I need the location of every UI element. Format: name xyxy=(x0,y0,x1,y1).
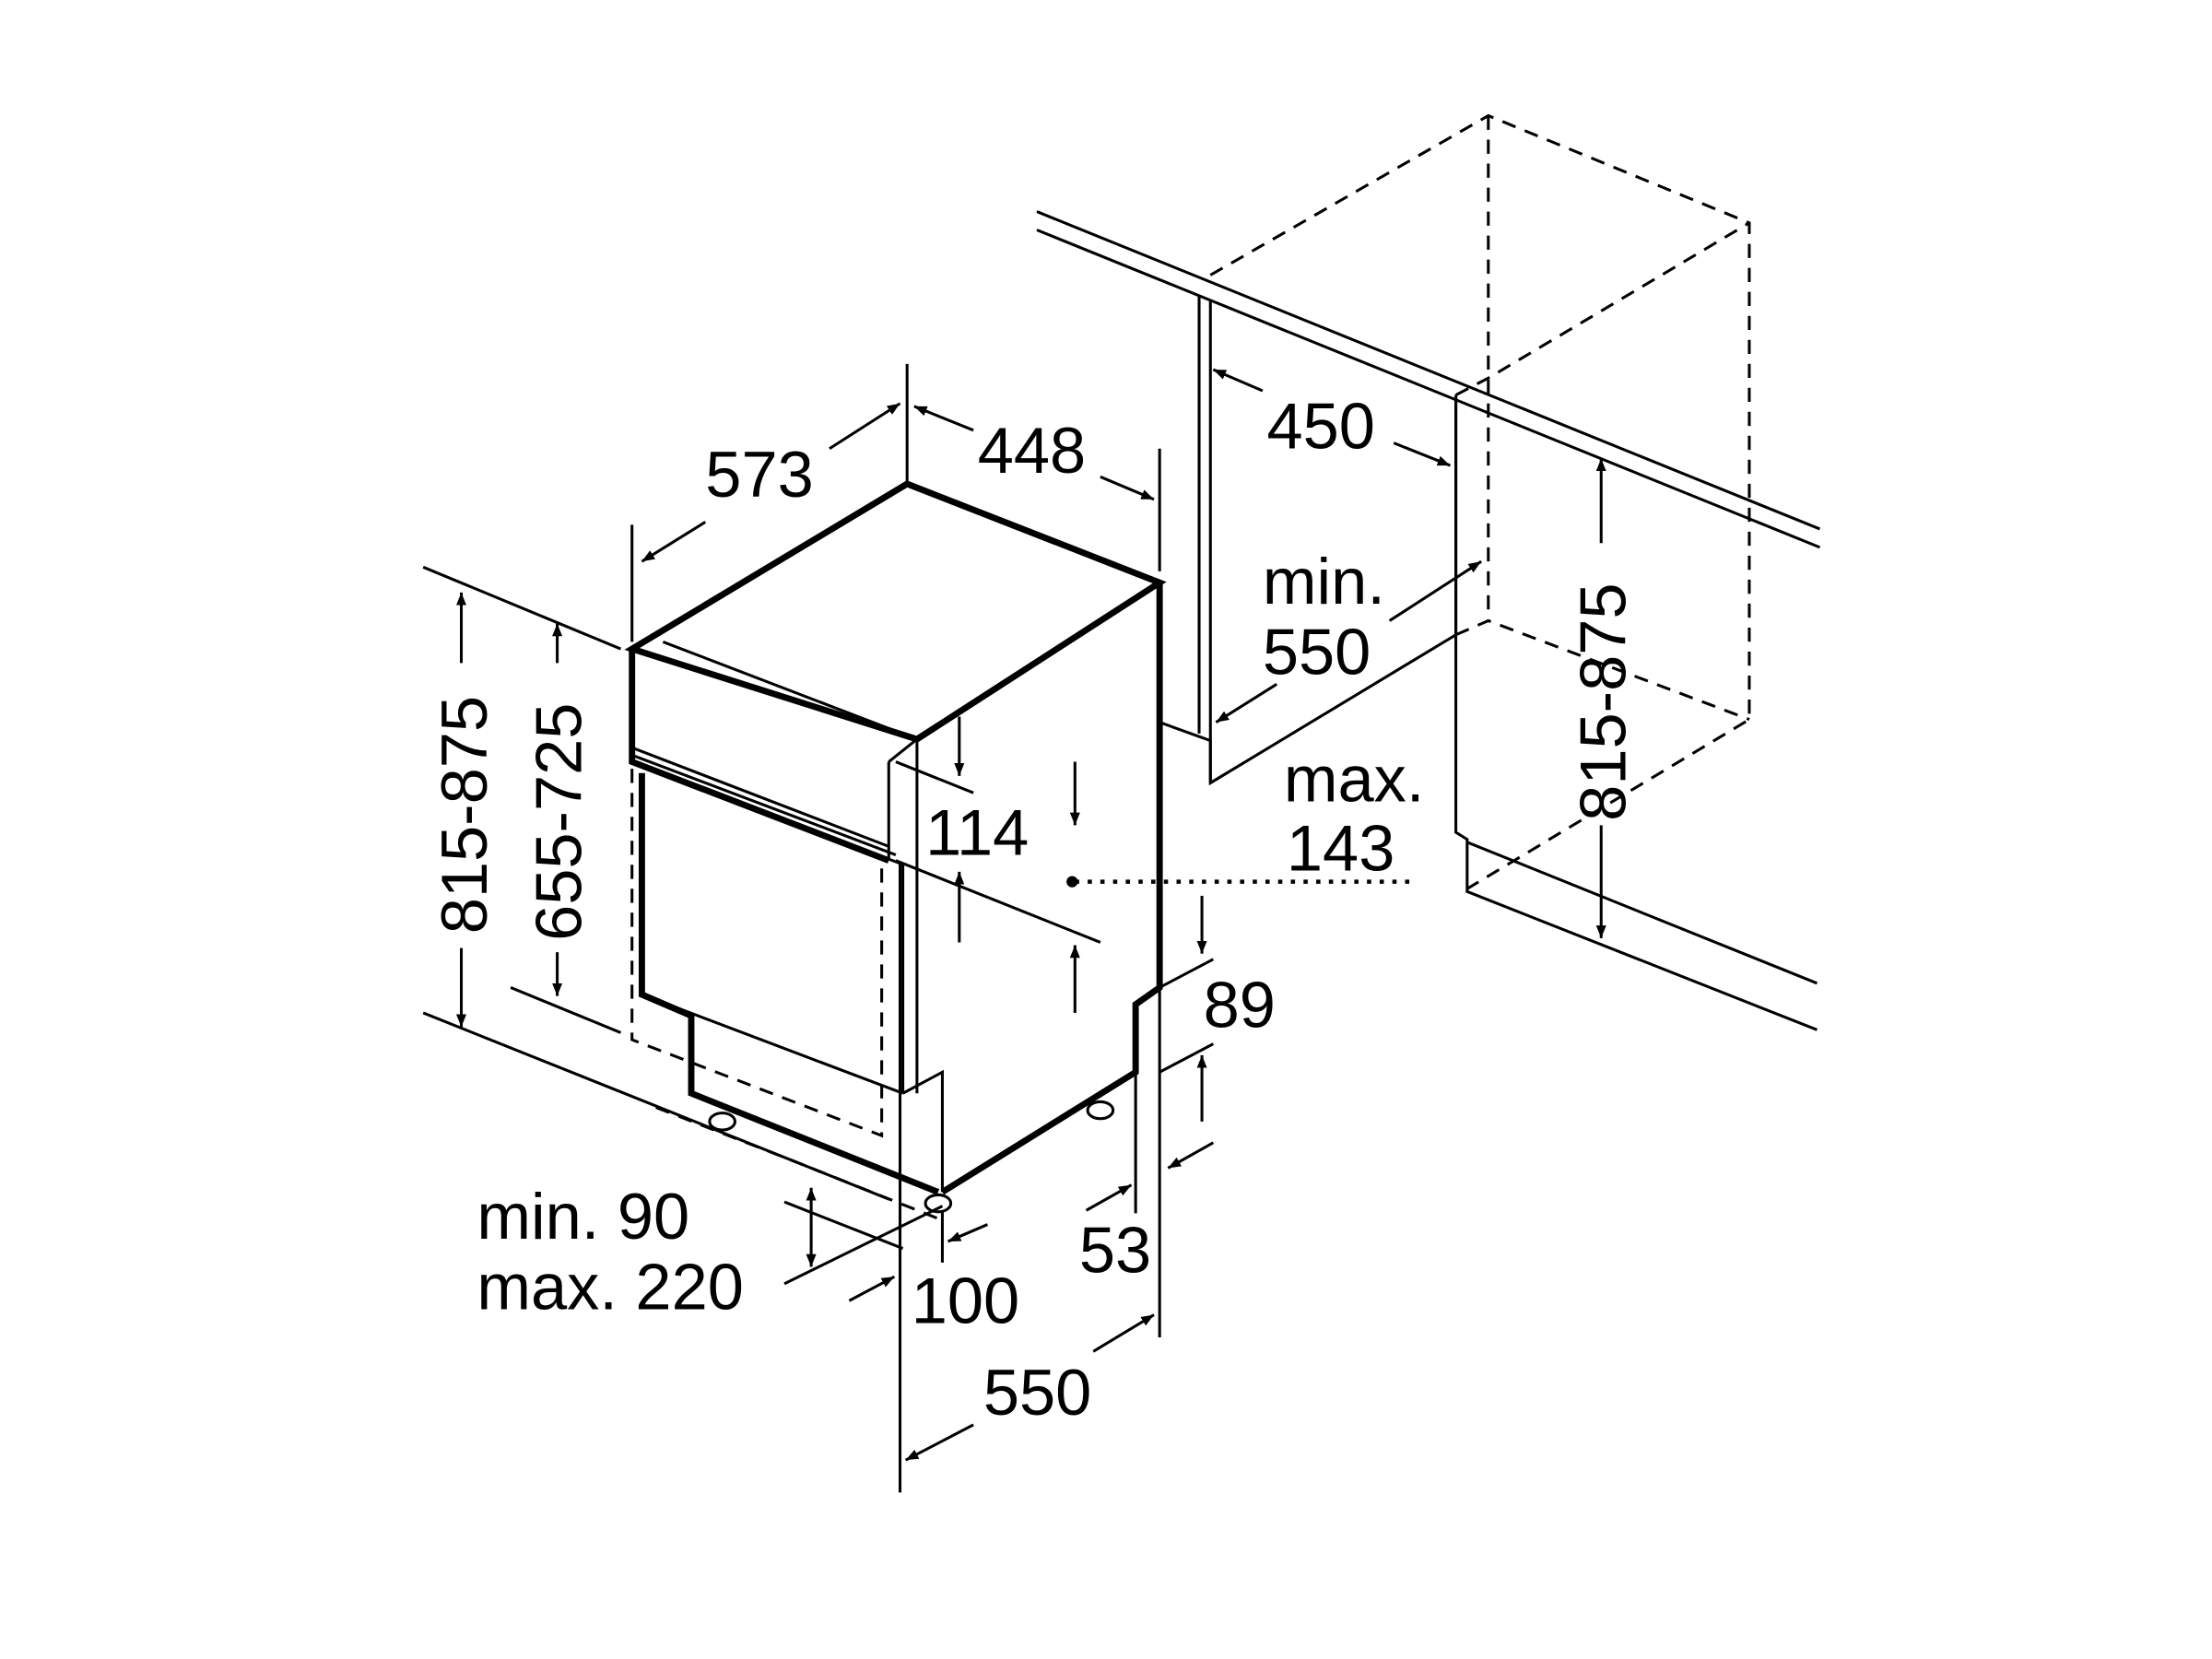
label-89: 89 xyxy=(1204,968,1276,1041)
label-max: max. xyxy=(1284,742,1425,815)
label-53: 53 xyxy=(1079,1214,1151,1287)
label-height-right: 815-875 xyxy=(1566,582,1639,820)
label-plinth-max: max. 220 xyxy=(477,1250,744,1323)
label-niche-550: 550 xyxy=(1263,616,1371,688)
foot-front xyxy=(924,1193,953,1214)
label-niche-min: min. xyxy=(1263,545,1385,618)
dimension-lines xyxy=(422,363,1606,1493)
center-dot xyxy=(1066,876,1078,888)
label-143: 143 xyxy=(1287,811,1394,884)
label-448: 448 xyxy=(978,414,1086,487)
label-height-door: 655-725 xyxy=(523,703,595,941)
label-plinth-min: min. 90 xyxy=(477,1180,689,1253)
dishwasher xyxy=(624,480,1167,1222)
label-114: 114 xyxy=(925,796,1029,869)
foot-left xyxy=(708,1112,736,1132)
label-100: 100 xyxy=(912,1265,1019,1337)
foot-right xyxy=(1086,1100,1115,1121)
cabinet-niche xyxy=(1036,113,1821,1031)
label-height-left: 815-875 xyxy=(428,696,500,934)
label-573: 573 xyxy=(705,438,813,511)
label-450: 450 xyxy=(1266,390,1374,463)
label-550: 550 xyxy=(983,1356,1091,1429)
